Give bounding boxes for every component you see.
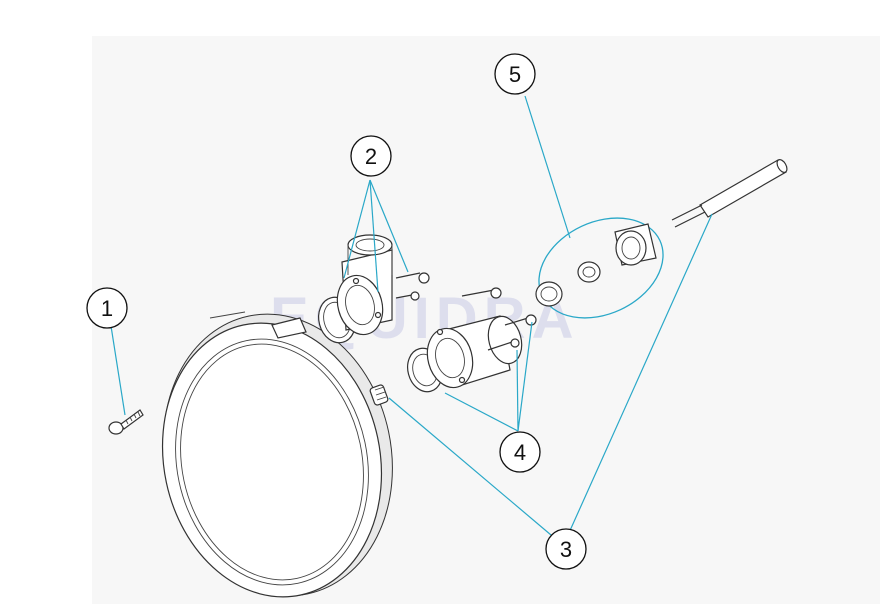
callout-5: 5: [494, 53, 536, 95]
screw-part-1: [108, 409, 144, 435]
callout-2-label: 2: [365, 144, 377, 169]
cable-part-3: [671, 159, 788, 228]
cable-gland-set-part-5: [535, 217, 664, 319]
callout-3: 3: [545, 528, 587, 570]
flange-part-4: [407, 287, 537, 393]
callout-3-label: 3: [560, 537, 572, 562]
leader-lines: [110, 95, 713, 536]
bracket-socket-part-2: [318, 234, 430, 344]
callout-5-label: 5: [509, 62, 521, 87]
callout-2: 2: [350, 135, 392, 177]
lamp-body: [161, 311, 393, 598]
callout-4: 4: [499, 431, 541, 473]
callout-1-label: 1: [101, 296, 113, 321]
callout-4-label: 4: [514, 440, 526, 465]
small-fastener-part-3: [369, 384, 389, 406]
callout-1: 1: [86, 287, 128, 329]
